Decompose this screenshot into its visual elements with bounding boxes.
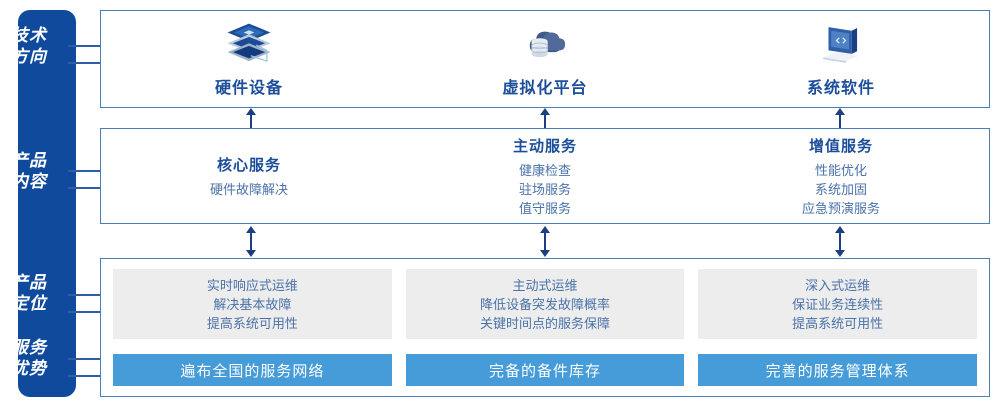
connector-line [68,187,102,189]
positioning-advantages-panel: 实时响应式运维 解决基本故障 提高系统可用性 主动式运维 降低设备突发故障概率 … [100,258,990,397]
arrow-up-system-software [835,108,845,128]
advantage-bar-network[interactable]: 遍布全国的服务网络 [113,354,392,386]
advantage-bar-spare-parts[interactable]: 完备的备件库存 [405,354,685,386]
positioning-line: 提高系统可用性 [206,315,298,331]
sidebar-label-line2: 优势 [11,359,47,378]
sidebar-item-product-position[interactable]: 产品 定位 [0,272,58,314]
positioning-line: 深入式运维 [805,277,871,293]
tech-direction-panel: 硬件设备 虚拟化平台 [100,10,990,108]
positioning-row: 实时响应式运维 解决基本故障 提高系统可用性 主动式运维 降低设备突发故障概率 … [113,269,978,339]
content-column-value-added[interactable]: 增值服务 性能优化 系统加固 应急预演服务 [693,129,989,223]
positioning-line: 降低设备突发故障概率 [480,296,611,312]
content-line: 硬件故障解决 [209,181,288,197]
arrow-up-virtualization [540,108,550,128]
connector-line [68,62,102,64]
positioning-line: 主动式运维 [512,277,578,293]
content-column-proactive[interactable]: 主动服务 健康检查 驻场服务 值守服务 [397,129,693,223]
content-title-value-added: 增值服务 [808,137,873,155]
connector-line [68,170,102,172]
connector-line [68,294,102,296]
arrow-double-core [246,226,256,257]
sidebar-label-line1: 服务 [11,338,47,357]
sidebar-label-line2: 内容 [11,172,47,191]
positioning-line: 保证业务连续性 [792,296,884,312]
positioning-box-realtime[interactable]: 实时响应式运维 解决基本故障 提高系统可用性 [113,269,392,339]
sidebar-label-line1: 技术 [11,26,47,45]
content-line: 驻场服务 [518,181,571,197]
content-title-core: 核心服务 [216,156,281,174]
positioning-box-proactive[interactable]: 主动式运维 降低设备突发故障概率 关键时间点的服务保障 [405,269,685,339]
sidebar-item-service-advantage[interactable]: 服务 优势 [0,337,58,379]
sidebar-label-line2: 定位 [11,294,47,313]
positioning-line: 实时响应式运维 [206,277,298,293]
cloud-database-icon [529,31,566,58]
sidebar-label-line2: 方向 [11,47,47,66]
arrow-double-value-added [835,226,845,257]
advantages-row: 遍布全国的服务网络 完备的备件库存 完善的服务管理体系 [113,354,978,386]
advantage-bar-management[interactable]: 完善的服务管理体系 [698,354,978,386]
content-line: 值守服务 [518,200,571,216]
content-column-core[interactable]: 核心服务 硬件故障解决 [101,129,397,223]
positioning-box-indepth[interactable]: 深入式运维 保证业务连续性 提高系统可用性 [698,269,978,339]
arrow-up-hardware [246,108,256,128]
sidebar-label-line1: 产品 [11,151,47,170]
tech-label-system-software: 系统软件 [806,80,875,97]
content-title-proactive: 主动服务 [512,137,577,155]
content-line: 健康检查 [518,162,571,178]
connector-line [68,358,102,360]
tech-column-hardware[interactable]: 硬件设备 [101,11,397,107]
connector-line [68,375,102,377]
positioning-line: 提高系统可用性 [792,315,884,331]
connector-line [68,311,102,313]
sidebar-item-product-content[interactable]: 产品 内容 [0,150,58,192]
positioning-line: 关键时间点的服务保障 [480,315,611,331]
content-line: 系统加固 [814,181,867,197]
tech-column-system-software[interactable]: 系统软件 [693,11,989,107]
product-content-panel: 核心服务 硬件故障解决 主动服务 健康检查 驻场服务 值守服务 增值服务 性能优… [100,128,990,224]
laptop-code-icon [823,27,859,63]
content-line: 性能优化 [814,162,867,178]
category-sidebar [18,10,76,397]
connector-line [68,45,102,47]
tech-label-virtualization: 虚拟化平台 [502,80,588,97]
content-line: 应急预演服务 [801,200,880,216]
server-stack-icon [227,23,271,62]
sidebar-item-tech-direction[interactable]: 技术 方向 [0,25,58,67]
tech-column-virtualization[interactable]: 虚拟化平台 [397,11,693,107]
arrow-double-proactive [540,226,550,257]
tech-label-hardware: 硬件设备 [214,80,283,97]
positioning-line: 解决基本故障 [213,296,292,312]
sidebar-label-line1: 产品 [11,273,47,292]
